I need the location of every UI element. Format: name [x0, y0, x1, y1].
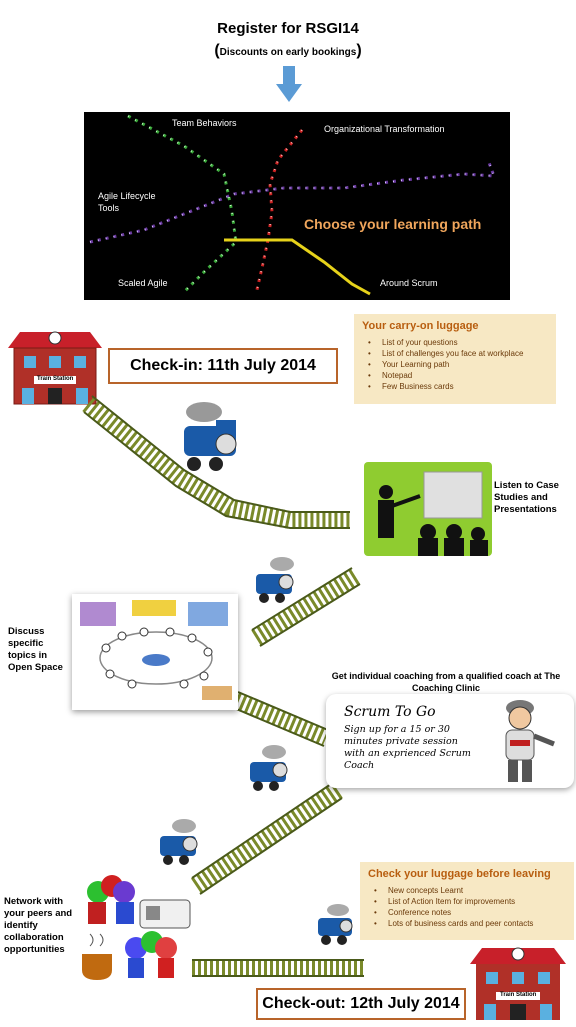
- train-engine-icon: [256, 557, 294, 603]
- list-item: New concepts Learnt: [374, 886, 566, 895]
- arrow-down-icon: [276, 66, 302, 102]
- coaching-text: Get individual coaching from a qualified…: [331, 671, 561, 693]
- scrum-to-go-card[interactable]: Scrum To Go Sign up for a 15 or 30 minut…: [326, 694, 574, 788]
- train-station-checkout: Train Station: [466, 942, 570, 1022]
- scrum-card-title: Scrum To Go: [344, 704, 436, 720]
- metro-map[interactable]: Team Behaviors Organizational Transforma…: [84, 112, 510, 300]
- check-luggage-list: New concepts Learnt List of Action Item …: [368, 886, 566, 928]
- checkout-label: Check-out: 12th July 2014: [256, 988, 466, 1020]
- train-engine-icon: [184, 402, 237, 471]
- list-item: Conference notes: [374, 908, 566, 917]
- coach-icon: [505, 700, 555, 782]
- line-label-org-transformation[interactable]: Organizational Transformation: [324, 124, 445, 134]
- carry-on-list: List of your questions List of challenge…: [362, 338, 548, 391]
- open-space-text: Discuss specific topics in Open Space: [8, 626, 63, 673]
- page-subtitle: (Discounts on early bookings): [214, 42, 362, 59]
- station-sign: Train Station: [500, 992, 537, 998]
- list-item: List of Action Item for improvements: [374, 897, 566, 906]
- scrum-card-body: Sign up for a 15 or 30 minutes private s…: [344, 724, 471, 771]
- check-luggage-box: Check your luggage before leaving New co…: [360, 862, 574, 940]
- train-engine-icon: [160, 819, 198, 865]
- open-space-illustration: [72, 594, 238, 710]
- line-label-scaled-agile[interactable]: Scaled Agile: [118, 278, 168, 288]
- case-studies-text: Listen to Case Studies and Presentations: [494, 480, 559, 515]
- presentation-icon: [364, 462, 492, 556]
- list-item: Lots of business cards and peer contacts: [374, 919, 566, 928]
- line-label-team-behaviors[interactable]: Team Behaviors: [172, 118, 237, 128]
- list-item: List of challenges you face at workplace: [368, 349, 548, 358]
- station-sign: Train Station: [37, 376, 74, 382]
- checkin-label: Check-in: 11th July 2014: [108, 348, 338, 384]
- carry-on-luggage-box: Your carry-on luggage List of your quest…: [354, 314, 556, 404]
- train-station-checkin: Train Station: [4, 326, 106, 406]
- carry-on-title: Your carry-on luggage: [362, 320, 479, 332]
- network-text: Network with your peers and identify col…: [4, 896, 73, 955]
- networking-illustration: [82, 875, 191, 980]
- learning-path-cta[interactable]: Choose your learning path: [304, 216, 482, 232]
- train-engine-icon: [250, 745, 288, 791]
- line-label-around-scrum[interactable]: Around Scrum: [380, 278, 438, 288]
- check-luggage-title: Check your luggage before leaving: [368, 868, 551, 880]
- list-item: Your Learning path: [368, 360, 548, 369]
- list-item: Notepad: [368, 371, 548, 380]
- train-engine-icon: [318, 904, 353, 945]
- list-item: Few Business cards: [368, 382, 548, 391]
- page-title: Register for RSGI14: [217, 20, 359, 37]
- list-item: List of your questions: [368, 338, 548, 347]
- line-label-agile-lifecycle[interactable]: Agile Lifecycle Tools: [98, 191, 156, 213]
